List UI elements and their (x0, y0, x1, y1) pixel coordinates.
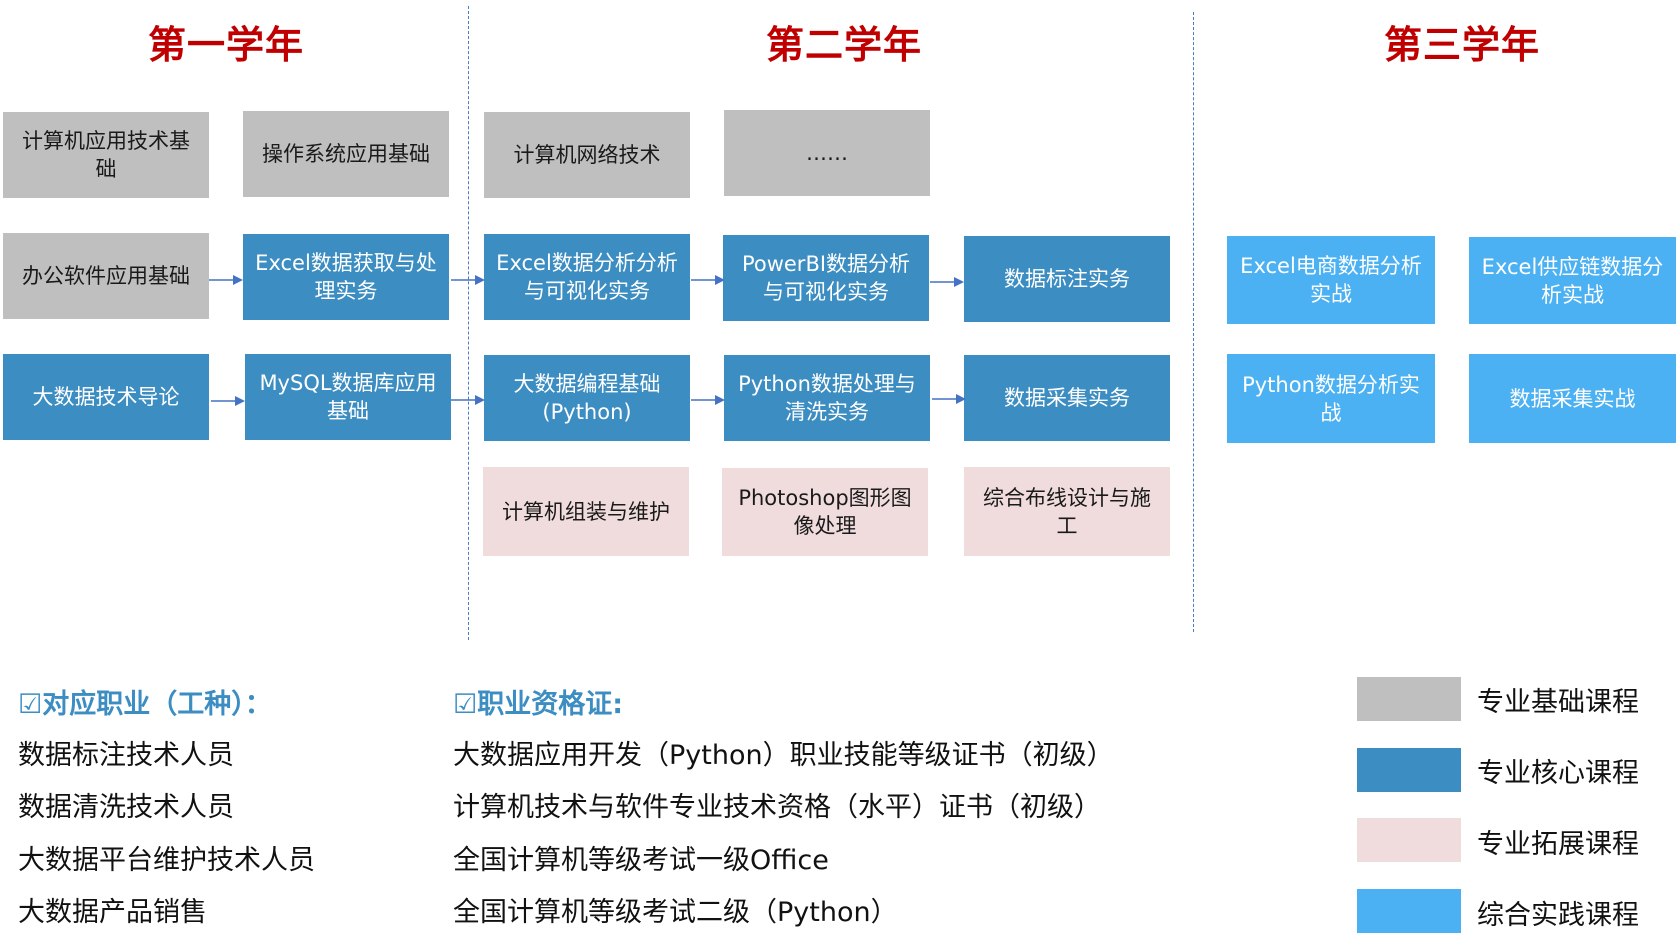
occupation-item: 数据清洗技术人员 (18, 792, 234, 823)
arrow-right-icon (932, 393, 966, 405)
legend-swatch-extension (1357, 818, 1461, 862)
arrow-right-icon (691, 274, 725, 286)
course-box-extension: 计算机组装与维护 (483, 467, 689, 556)
course-label: Python数据分析实战 (1242, 372, 1420, 425)
certificate-item: 大数据应用开发（Python）职业技能等级证书（初级） (453, 740, 1114, 771)
occupation-item: 数据标注技术人员 (18, 740, 234, 771)
year-title-1: 第一学年 (147, 23, 304, 67)
course-label: MySQL数据库应用基础 (259, 371, 437, 423)
arrow-right-icon (211, 395, 245, 407)
course-box-core: Excel数据分析分析与可视化实务 (484, 234, 690, 320)
year-title-3: 第三学年 (1383, 23, 1540, 67)
arrow-right-icon (451, 274, 485, 286)
course-box-core: MySQL数据库应用基础 (245, 354, 451, 440)
course-label: 办公软件应用基础 (22, 264, 190, 288)
certificate-item: 全国计算机等级考试二级（Python） (453, 897, 898, 928)
legend-swatch-practice (1357, 889, 1461, 933)
course-box-basic: 操作系统应用基础 (243, 111, 449, 197)
year-title-2: 第二学年 (765, 23, 922, 67)
course-label: 数据标注实务 (1004, 267, 1130, 291)
course-label: 数据采集实战 (1509, 386, 1636, 411)
course-label: 计算机网络技术 (513, 143, 661, 167)
course-label: 数据采集实务 (1004, 386, 1130, 410)
certificate-item: 计算机技术与软件专业技术资格（水平）证书（初级） (453, 792, 1101, 823)
course-label: 计算机组装与维护 (502, 499, 670, 524)
course-label: Excel供应链数据分析实战 (1481, 254, 1664, 307)
course-label: Excel电商数据分析实战 (1240, 254, 1422, 306)
arrow-right-icon (209, 274, 243, 286)
course-box-core: 大数据编程基础(Python) (484, 355, 690, 441)
occupation-item: 大数据产品销售 (18, 897, 207, 928)
course-label: Python数据处理与清洗实务 (738, 372, 916, 424)
year-divider-1 (468, 6, 469, 640)
arrow-right-icon (930, 276, 964, 288)
course-box-basic: 计算机网络技术 (484, 112, 690, 198)
course-box-practice: Excel电商数据分析实战 (1227, 236, 1435, 324)
course-box-basic: …… (724, 110, 930, 196)
legend-swatch-basic (1357, 677, 1461, 721)
legend-label: 专业基础课程 (1477, 687, 1639, 718)
course-box-practice: Python数据分析实战 (1227, 354, 1435, 443)
certificates-heading: ☑职业资格证: (453, 689, 624, 720)
course-label: 操作系统应用基础 (262, 142, 430, 166)
year-divider-2 (1193, 12, 1194, 632)
course-label: Excel数据分析分析与可视化实务 (496, 251, 678, 303)
course-label: 计算机应用技术基础 (22, 129, 190, 181)
course-label: PowerBI数据分析与可视化实务 (741, 252, 911, 304)
course-label: 大数据技术导论 (32, 385, 180, 409)
course-label: Photoshop图形图像处理 (738, 486, 912, 538)
course-box-practice: Excel供应链数据分析实战 (1469, 237, 1676, 324)
legend-label: 专业拓展课程 (1477, 829, 1639, 860)
legend-label: 专业核心课程 (1477, 758, 1639, 789)
course-box-core: Excel数据获取与处理实务 (243, 234, 449, 320)
course-label: 大数据编程基础(Python) (513, 372, 661, 424)
arrow-right-icon (451, 394, 485, 406)
course-box-extension: Photoshop图形图像处理 (722, 468, 928, 556)
course-box-core: PowerBI数据分析与可视化实务 (723, 235, 929, 321)
course-label: Excel数据获取与处理实务 (255, 251, 437, 303)
occupations-heading: ☑对应职业（工种）： (18, 689, 272, 720)
course-box-core: 数据采集实务 (964, 355, 1170, 441)
course-box-basic: 计算机应用技术基础 (3, 112, 209, 198)
legend-label: 综合实践课程 (1477, 900, 1639, 931)
occupation-item: 大数据平台维护技术人员 (18, 845, 315, 876)
course-box-practice: 数据采集实战 (1469, 354, 1676, 443)
course-box-core: Python数据处理与清洗实务 (724, 355, 930, 441)
arrow-right-icon (691, 394, 725, 406)
legend-swatch-core (1357, 748, 1461, 792)
course-label: 综合布线设计与施 工 (983, 485, 1151, 538)
course-box-core: 大数据技术导论 (3, 354, 209, 440)
course-box-extension: 综合布线设计与施 工 (964, 467, 1170, 556)
course-box-basic: 办公软件应用基础 (3, 233, 209, 319)
course-box-core: 数据标注实务 (964, 236, 1170, 322)
certificate-item: 全国计算机等级考试一级Office (453, 845, 829, 876)
course-label: …… (806, 141, 848, 165)
